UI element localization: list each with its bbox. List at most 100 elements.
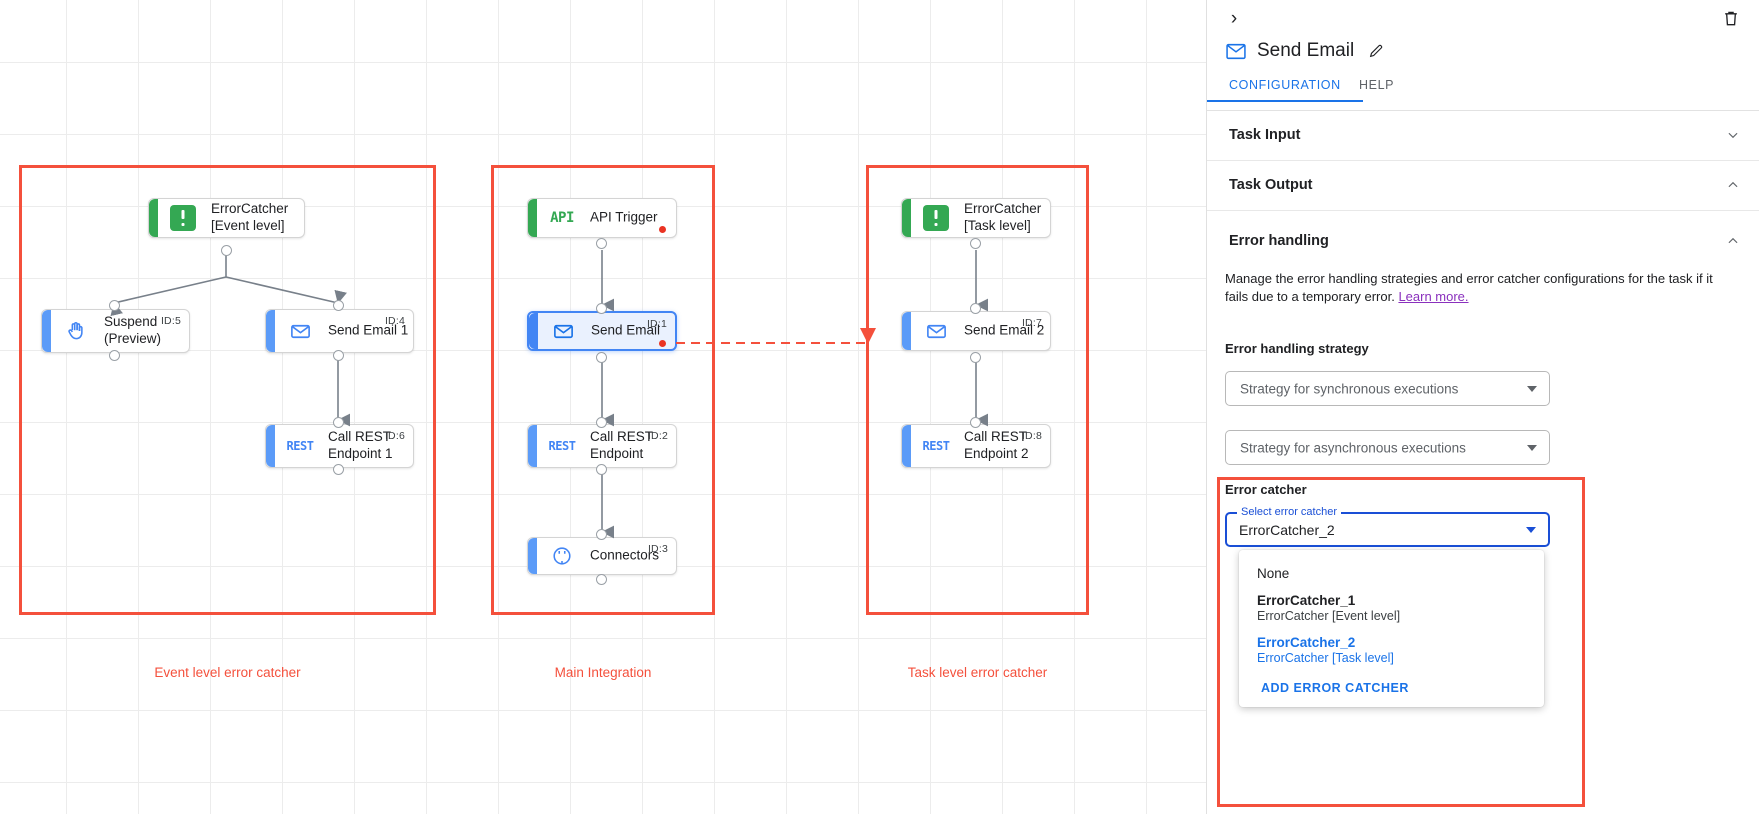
learn-more-link[interactable]: Learn more.	[1398, 289, 1469, 305]
menu-item-error-catcher-2[interactable]: ErrorCatcher_2 ErrorCatcher [Task level]	[1239, 629, 1544, 671]
select-value: Strategy for synchronous executions	[1240, 381, 1459, 396]
node-suspend[interactable]: Suspend (Preview) ID:5	[41, 309, 190, 353]
node-accent	[902, 199, 911, 237]
error-catcher-icon	[922, 204, 950, 232]
section-title: Task Input	[1229, 127, 1301, 143]
port-in[interactable]	[596, 303, 607, 314]
node-label: Call REST Endpoint 2	[964, 429, 1029, 461]
node-label: ErrorCatcher [Task level]	[964, 201, 1042, 233]
node-error-catcher-event[interactable]: ErrorCatcher [Event level]	[148, 198, 305, 238]
port-in[interactable]	[970, 303, 981, 314]
menu-item-label: ErrorCatcher_2	[1257, 635, 1356, 650]
connectors-icon	[548, 542, 576, 570]
collapse-panel-icon[interactable]: ›	[1230, 8, 1238, 29]
node-call-rest-endpoint[interactable]: REST Call REST Endpoint ID:2	[527, 424, 677, 468]
node-id: ID:6	[384, 430, 405, 442]
node-id: ID:8	[1021, 430, 1042, 442]
port-in[interactable]	[596, 529, 607, 540]
node-id: ID:4	[384, 315, 405, 327]
error-catcher-select[interactable]: Select error catcher ErrorCatcher_2	[1225, 506, 1550, 547]
section-task-output[interactable]: Task Output	[1207, 160, 1759, 211]
node-label: Call REST Endpoint 1	[328, 429, 393, 461]
group-label-task-level: Task level error catcher	[907, 665, 1048, 680]
node-call-rest-endpoint-2[interactable]: REST Call REST Endpoint 2 ID:8	[901, 424, 1051, 468]
node-accent	[266, 425, 275, 467]
port-out[interactable]	[333, 464, 344, 475]
tab-configuration[interactable]: CONFIGURATION	[1207, 78, 1363, 102]
mail-icon	[922, 317, 950, 345]
dropdown-arrow-icon	[1526, 526, 1536, 533]
rest-icon: REST	[286, 439, 314, 453]
node-id: ID:3	[647, 543, 668, 555]
group-label-main-integration: Main Integration	[554, 665, 652, 680]
error-catcher-label: Error catcher	[1225, 482, 1307, 497]
node-label: Connectors	[590, 547, 660, 563]
port-out[interactable]	[596, 464, 607, 475]
port-in[interactable]	[109, 300, 120, 311]
port-out[interactable]	[221, 245, 232, 256]
tab-help[interactable]: HELP	[1359, 78, 1395, 92]
menu-item-label: ErrorCatcher_1	[1257, 593, 1356, 608]
port-out[interactable]	[596, 238, 607, 249]
node-label: Call REST Endpoint	[590, 429, 654, 461]
port-out[interactable]	[970, 238, 981, 249]
workflow-canvas[interactable]: Event level error catcher ErrorCatcher […	[0, 0, 1206, 814]
port-out[interactable]	[596, 574, 607, 585]
edit-title-icon[interactable]	[1368, 43, 1384, 59]
dropdown-arrow-icon	[1527, 444, 1537, 451]
section-error-handling[interactable]: Error handling	[1207, 218, 1759, 264]
node-send-email-2[interactable]: Send Email 2 ID:7	[901, 311, 1051, 351]
node-label: Suspend (Preview)	[104, 314, 162, 346]
group-frame-task-level	[866, 165, 1089, 615]
menu-item-error-catcher-1[interactable]: ErrorCatcher_1 ErrorCatcher [Event level…	[1239, 587, 1544, 629]
delete-task-icon[interactable]	[1721, 8, 1741, 28]
port-out[interactable]	[970, 352, 981, 363]
node-label: ErrorCatcher [Event level]	[211, 201, 289, 233]
node-api-trigger[interactable]: API API Trigger	[527, 198, 677, 238]
node-connectors[interactable]: Connectors ID:3	[527, 537, 677, 575]
group-frame-event-level	[19, 165, 436, 615]
node-send-email[interactable]: Send Email ID:1	[527, 311, 677, 351]
node-label: API Trigger	[590, 209, 658, 225]
node-error-catcher-task[interactable]: ErrorCatcher [Task level]	[901, 198, 1051, 238]
menu-item-sublabel: ErrorCatcher [Event level]	[1257, 609, 1401, 623]
task-config-panel: › Send Email CONFIGURATION HELP Task Inp…	[1206, 0, 1759, 814]
add-error-catcher-button[interactable]: ADD ERROR CATCHER	[1261, 681, 1409, 695]
node-id: ID:1	[646, 318, 667, 330]
rest-icon: REST	[922, 439, 950, 453]
chevron-up-icon	[1726, 178, 1740, 192]
port-in[interactable]	[970, 417, 981, 428]
error-catcher-icon	[169, 204, 197, 232]
sync-strategy-select[interactable]: Strategy for synchronous executions	[1225, 371, 1550, 406]
node-send-email-1[interactable]: Send Email 1 ID:4	[265, 309, 414, 353]
port-in[interactable]	[333, 417, 344, 428]
panel-topbar: ›	[1207, 0, 1759, 40]
section-title: Error handling	[1229, 233, 1329, 249]
port-in[interactable]	[596, 417, 607, 428]
error-handling-strategy-label: Error handling strategy	[1225, 341, 1369, 356]
port-out[interactable]	[596, 352, 607, 363]
error-catcher-dropdown-menu: None ErrorCatcher_1 ErrorCatcher [Event …	[1239, 550, 1544, 707]
node-accent	[902, 312, 911, 350]
node-call-rest-endpoint-1[interactable]: REST Call REST Endpoint 1 ID:6	[265, 424, 414, 468]
section-task-input[interactable]: Task Input	[1207, 110, 1759, 161]
page-title: Send Email	[1257, 40, 1355, 61]
port-out[interactable]	[109, 350, 120, 361]
menu-item-sublabel: ErrorCatcher [Task level]	[1257, 651, 1394, 665]
hand-icon	[62, 317, 90, 345]
select-value: ErrorCatcher_2	[1239, 521, 1335, 538]
port-out[interactable]	[333, 350, 344, 361]
error-handling-description: Manage the error handling strategies and…	[1225, 270, 1735, 307]
node-accent	[528, 425, 537, 467]
port-in[interactable]	[333, 300, 344, 311]
node-id: ID:2	[647, 430, 668, 442]
description-text: Manage the error handling strategies and…	[1225, 271, 1713, 305]
menu-item-none[interactable]: None	[1239, 560, 1544, 587]
node-label: Send Email	[591, 322, 661, 338]
node-accent	[528, 199, 537, 237]
async-strategy-select[interactable]: Strategy for asynchronous executions	[1225, 430, 1550, 465]
chevron-up-icon	[1726, 234, 1740, 248]
menu-item-label: None	[1257, 566, 1290, 581]
node-id: ID:5	[160, 315, 181, 327]
mail-icon	[286, 317, 314, 345]
